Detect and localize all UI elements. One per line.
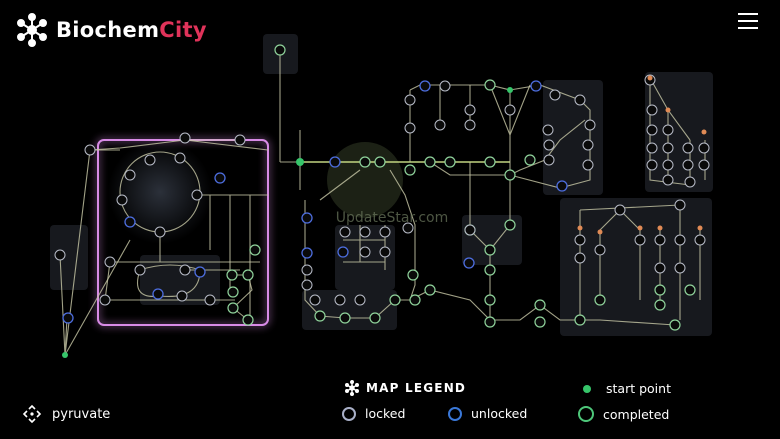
start-point-markers[interactable] (62, 87, 513, 358)
completed-ring-icon (578, 406, 594, 422)
molecule-network-icon (345, 380, 359, 396)
district-halo (108, 140, 212, 244)
legend-item-locked: locked (342, 406, 405, 421)
legend-label-unlocked: unlocked (471, 406, 528, 421)
legend-label-completed: completed (603, 406, 670, 422)
molecule-network-icon (17, 13, 47, 47)
hamburger-menu-icon[interactable] (738, 13, 758, 29)
legend-item-completed: completed (578, 406, 669, 422)
locked-nodes[interactable] (54, 74, 710, 306)
legend-item-unlocked: unlocked (448, 406, 527, 421)
start-point-dot-icon (583, 384, 591, 393)
unlocked-nodes[interactable] (62, 80, 568, 324)
legend-label-locked: locked (365, 406, 406, 421)
legend-title: MAP LEGEND (366, 381, 467, 395)
four-way-arrows-icon (22, 404, 42, 424)
completed-nodes[interactable] (226, 44, 696, 331)
selector-label: pyruvate (52, 406, 111, 422)
app-logo[interactable]: BiochemCity (14, 12, 207, 48)
district-halo (327, 142, 403, 218)
app-title: BiochemCity (56, 18, 207, 42)
legend-item-start-point: start point (583, 381, 671, 396)
locked-ring-icon (342, 406, 356, 421)
molecule-selector[interactable]: pyruvate (22, 404, 110, 424)
unlocked-ring-icon (448, 406, 462, 421)
watermark: UpdateStar.com (336, 210, 448, 226)
intermediate-nodes (577, 75, 707, 235)
legend-label-start-point: start point (606, 381, 671, 396)
